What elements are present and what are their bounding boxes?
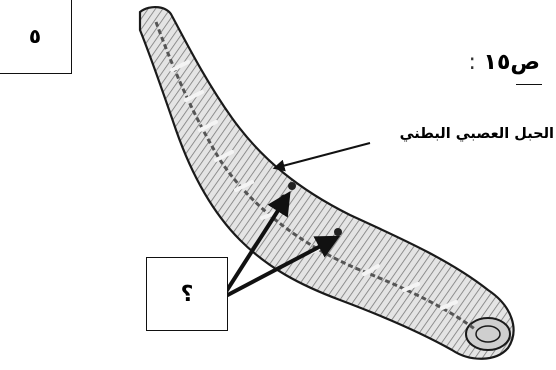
answer-box-corner: ٥ xyxy=(0,0,72,74)
page-ref-text: ص١٥ xyxy=(484,50,540,75)
page-ref-underline xyxy=(516,84,542,85)
nerve-label-leader xyxy=(275,143,370,168)
question-box[interactable]: ؟ xyxy=(146,257,228,331)
posterior-sucker xyxy=(466,318,510,350)
question-mark: ؟ xyxy=(181,282,194,307)
page-reference: ص١٥ : xyxy=(450,50,540,75)
ventral-nerve-cord-label: الحبل العصبي البطني xyxy=(400,126,554,142)
corner-box-text: ٥ xyxy=(29,24,41,48)
page-ref-colon: : xyxy=(468,50,475,75)
